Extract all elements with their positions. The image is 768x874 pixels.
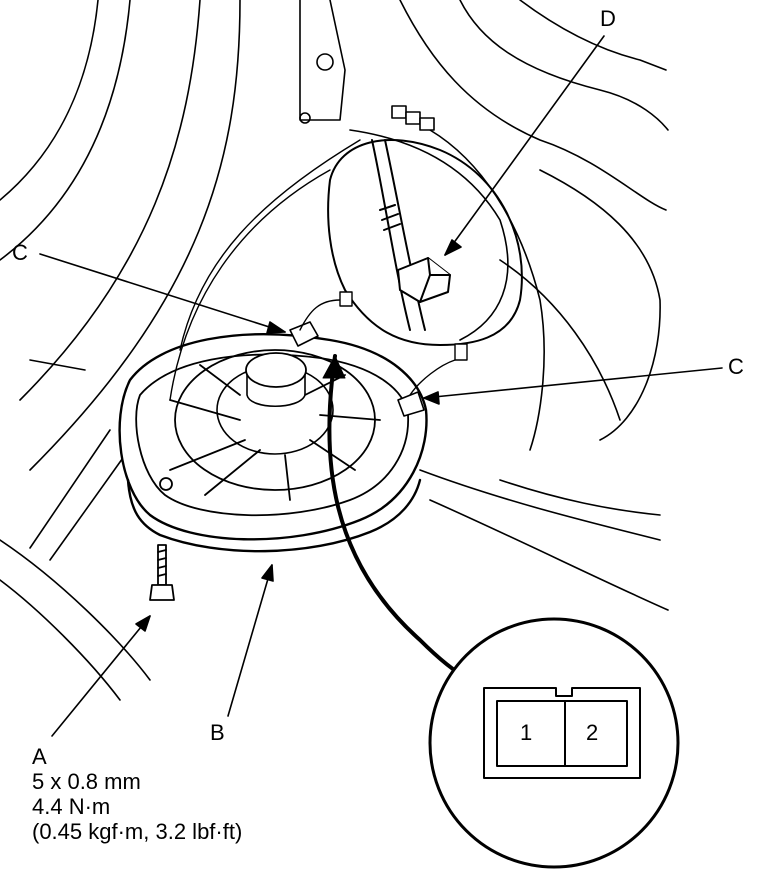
bolt-size: 5 x 0.8 mm xyxy=(32,769,141,794)
speaker-base xyxy=(118,333,428,541)
label-c-right: C xyxy=(728,354,744,379)
speaker-wiring xyxy=(169,139,468,401)
torque-nm: 4.4 N·m xyxy=(32,794,111,819)
torque-other-units: (0.45 kgf·m, 3.2 lbf·ft) xyxy=(32,819,243,844)
label-a: A xyxy=(32,744,47,769)
bolt-a xyxy=(149,544,175,601)
label-c-left: C xyxy=(12,240,28,265)
label-d: D xyxy=(600,6,616,31)
pin-2-label: 2 xyxy=(586,720,599,745)
connector-leader xyxy=(327,354,472,682)
harness-connector xyxy=(397,257,451,303)
pointer-lines xyxy=(39,35,723,737)
speaker xyxy=(118,321,428,553)
pin-1-label: 1 xyxy=(520,720,533,745)
bolt-spec: A 5 x 0.8 mm 4.4 N·m (0.45 kgf·m, 3.2 lb… xyxy=(32,744,242,844)
connector-face xyxy=(483,687,641,779)
label-b: B xyxy=(210,720,225,745)
access-hole xyxy=(327,139,523,346)
top-clip xyxy=(391,105,435,131)
